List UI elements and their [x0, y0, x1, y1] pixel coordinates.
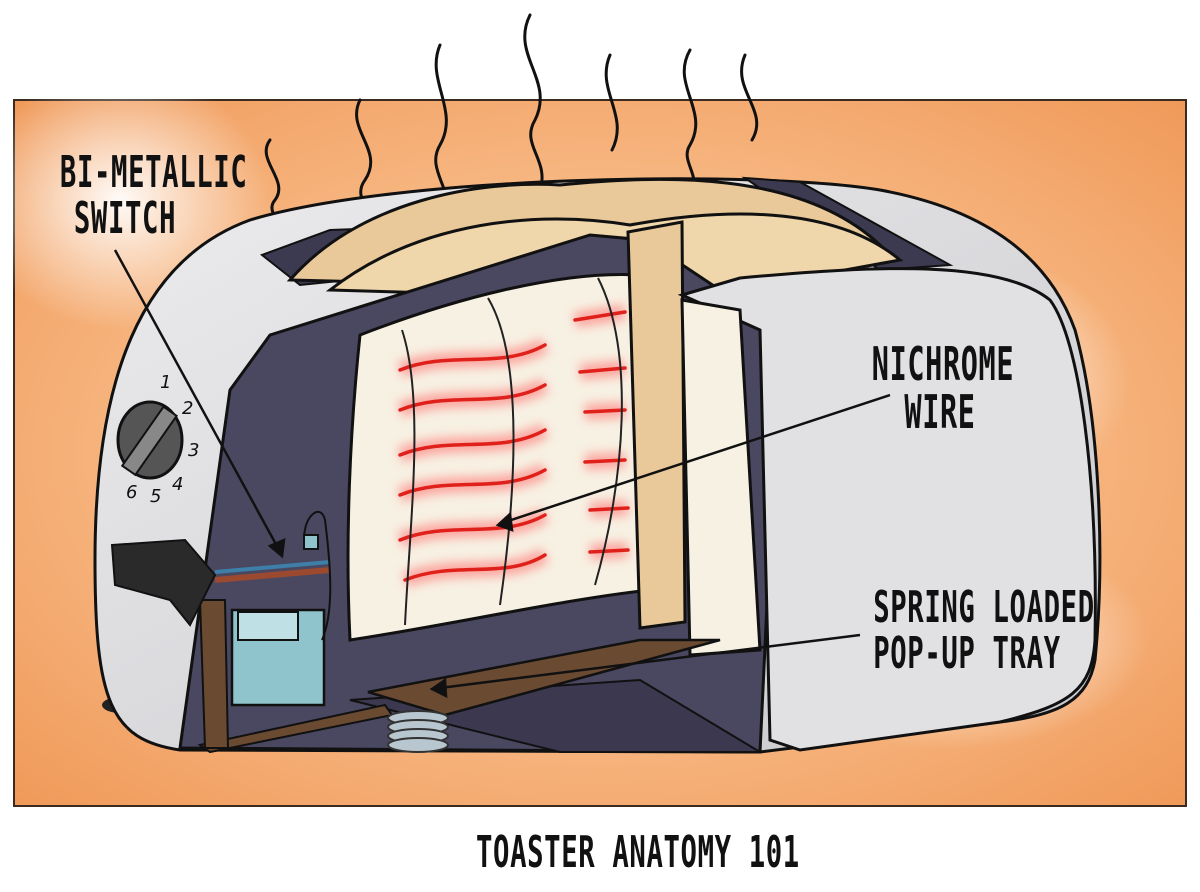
- pointer-arrows: [113, 249, 891, 699]
- bimetallic-switch-top: [237, 611, 299, 641]
- nichrome-wires: [398, 310, 630, 582]
- popup-tray: [367, 638, 721, 717]
- element-support-wires: [401, 277, 623, 626]
- dial-grip: [120, 405, 179, 477]
- lever-knob: [110, 538, 217, 627]
- dial-number-5: 5: [150, 486, 162, 507]
- dial-number-1: 1: [160, 372, 172, 393]
- label-bimetallic-switch-line2: SWITCH: [73, 193, 177, 245]
- bimetallic-strip: [214, 567, 331, 583]
- label-popup-tray-line2: POP-UP TRAY: [873, 628, 1061, 680]
- dial-number-3: 3: [188, 440, 200, 461]
- inner-wall-panel: [680, 298, 762, 657]
- tray-rod: [198, 599, 230, 749]
- switch-wire: [303, 511, 332, 641]
- switch-contact: [303, 534, 319, 550]
- label-nichrome-wire-line1: NICHROME: [871, 337, 1015, 391]
- dial-number-6: 6: [126, 482, 138, 503]
- label-bimetallic-switch-line1: BI-METALLIC: [59, 147, 248, 198]
- label-bimetallic-switch: BI-METALLIC SWITCH: [59, 147, 248, 245]
- label-popup-tray-line1: SPRING LOADED: [873, 582, 1095, 633]
- caption-title: TOASTER ANATOMY 101: [476, 827, 800, 878]
- dial-number-4: 4: [172, 474, 184, 495]
- caption-text: TOASTER ANATOMY 101: [476, 827, 800, 878]
- toaster-right-wall: [677, 267, 1097, 752]
- spring: [387, 710, 449, 753]
- label-popup-tray: SPRING LOADED POP-UP TRAY: [873, 582, 1095, 680]
- dial-number-2: 2: [182, 398, 194, 419]
- label-nichrome-wire-line2: WIRE: [904, 385, 976, 440]
- bread-slice-cutaway: [626, 220, 687, 630]
- label-nichrome-wire: NICHROME WIRE: [871, 337, 1015, 440]
- bimetallic-strip-blue: [214, 560, 331, 574]
